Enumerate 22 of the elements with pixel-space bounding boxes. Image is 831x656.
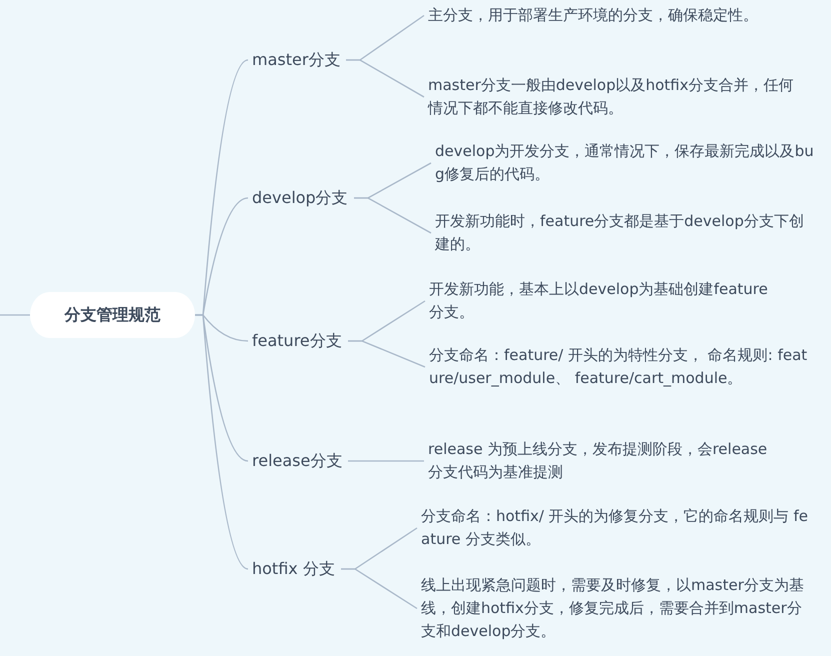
note-text: 开发新功能，基本上以develop为基础创建feature分支。 — [429, 278, 774, 324]
note-text: develop为开发分支，通常情况下，保存最新完成以及bug修复后的代码。 — [435, 140, 815, 186]
branch-topic: master分支 — [252, 48, 340, 72]
note-text: 分支命名：feature/ 开头的为特性分支， 命名规则: feature/user_module、 feature/cart_module。 — [429, 344, 814, 390]
branch-topic: feature分支 — [252, 329, 342, 353]
branch-topic: hotfix 分支 — [252, 557, 335, 581]
branch-topic: release分支 — [252, 449, 342, 473]
note-text: 分支命名：hotfix/ 开头的为修复分支，它的命名规则与 feature 分支类似。 — [421, 505, 811, 551]
note-text: release 为预上线分支，发布提测阶段，会release分支代码为基准提测 — [428, 438, 778, 484]
connector-line — [348, 340, 426, 368]
connector-line — [195, 314, 248, 570]
connector-line — [341, 568, 418, 610]
branch-topic: develop分支 — [252, 186, 348, 210]
root-topic: 分支管理规范 — [30, 292, 195, 338]
connector-line — [0, 314, 30, 316]
note-text: master分支一般由develop以及hotfix分支合并，任何情况下都不能直接修改代码。 — [428, 74, 798, 120]
connector-line — [348, 460, 424, 462]
note-text: 开发新功能时，feature分支都是基于develop分支下创建的。 — [435, 210, 807, 256]
connector-line — [346, 59, 424, 98]
note-text: 线上出现紧急问题时，需要及时修复，以master分支为基线，创建hotfix分支，修复完成后，需要合并到master分支和develop分支。 — [421, 574, 811, 643]
connector-line — [354, 197, 432, 234]
note-text: 主分支，用于部署生产环境的分支，确保稳定性。 — [428, 4, 788, 27]
